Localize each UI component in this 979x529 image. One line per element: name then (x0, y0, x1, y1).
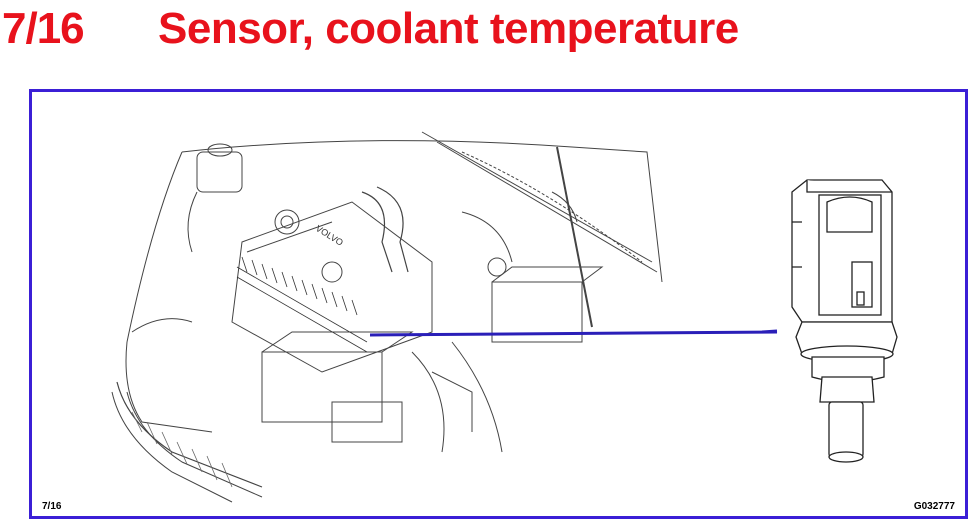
valve-cover (231, 201, 433, 373)
page-reference: 7/16 (42, 501, 62, 512)
grille (116, 381, 263, 488)
intake-ribs (236, 256, 368, 353)
illustration-frame: VOLVO 7/16 G032777 (29, 89, 968, 519)
coolant-reservoir (196, 151, 243, 193)
battery (491, 281, 583, 343)
engine-cover-text: VOLVO (314, 223, 345, 248)
section-code: 7/16 (2, 4, 85, 53)
hood-strut (556, 146, 593, 328)
air-filter-box (261, 351, 383, 423)
figure-id: G032777 (913, 501, 955, 512)
coolant-temperature-sensor (791, 179, 898, 463)
hood-outline (181, 140, 663, 283)
engine-bay-illustration: VOLVO (111, 131, 898, 503)
callout-line (369, 330, 778, 337)
page-title: Sensor, coolant temperature (158, 4, 739, 53)
